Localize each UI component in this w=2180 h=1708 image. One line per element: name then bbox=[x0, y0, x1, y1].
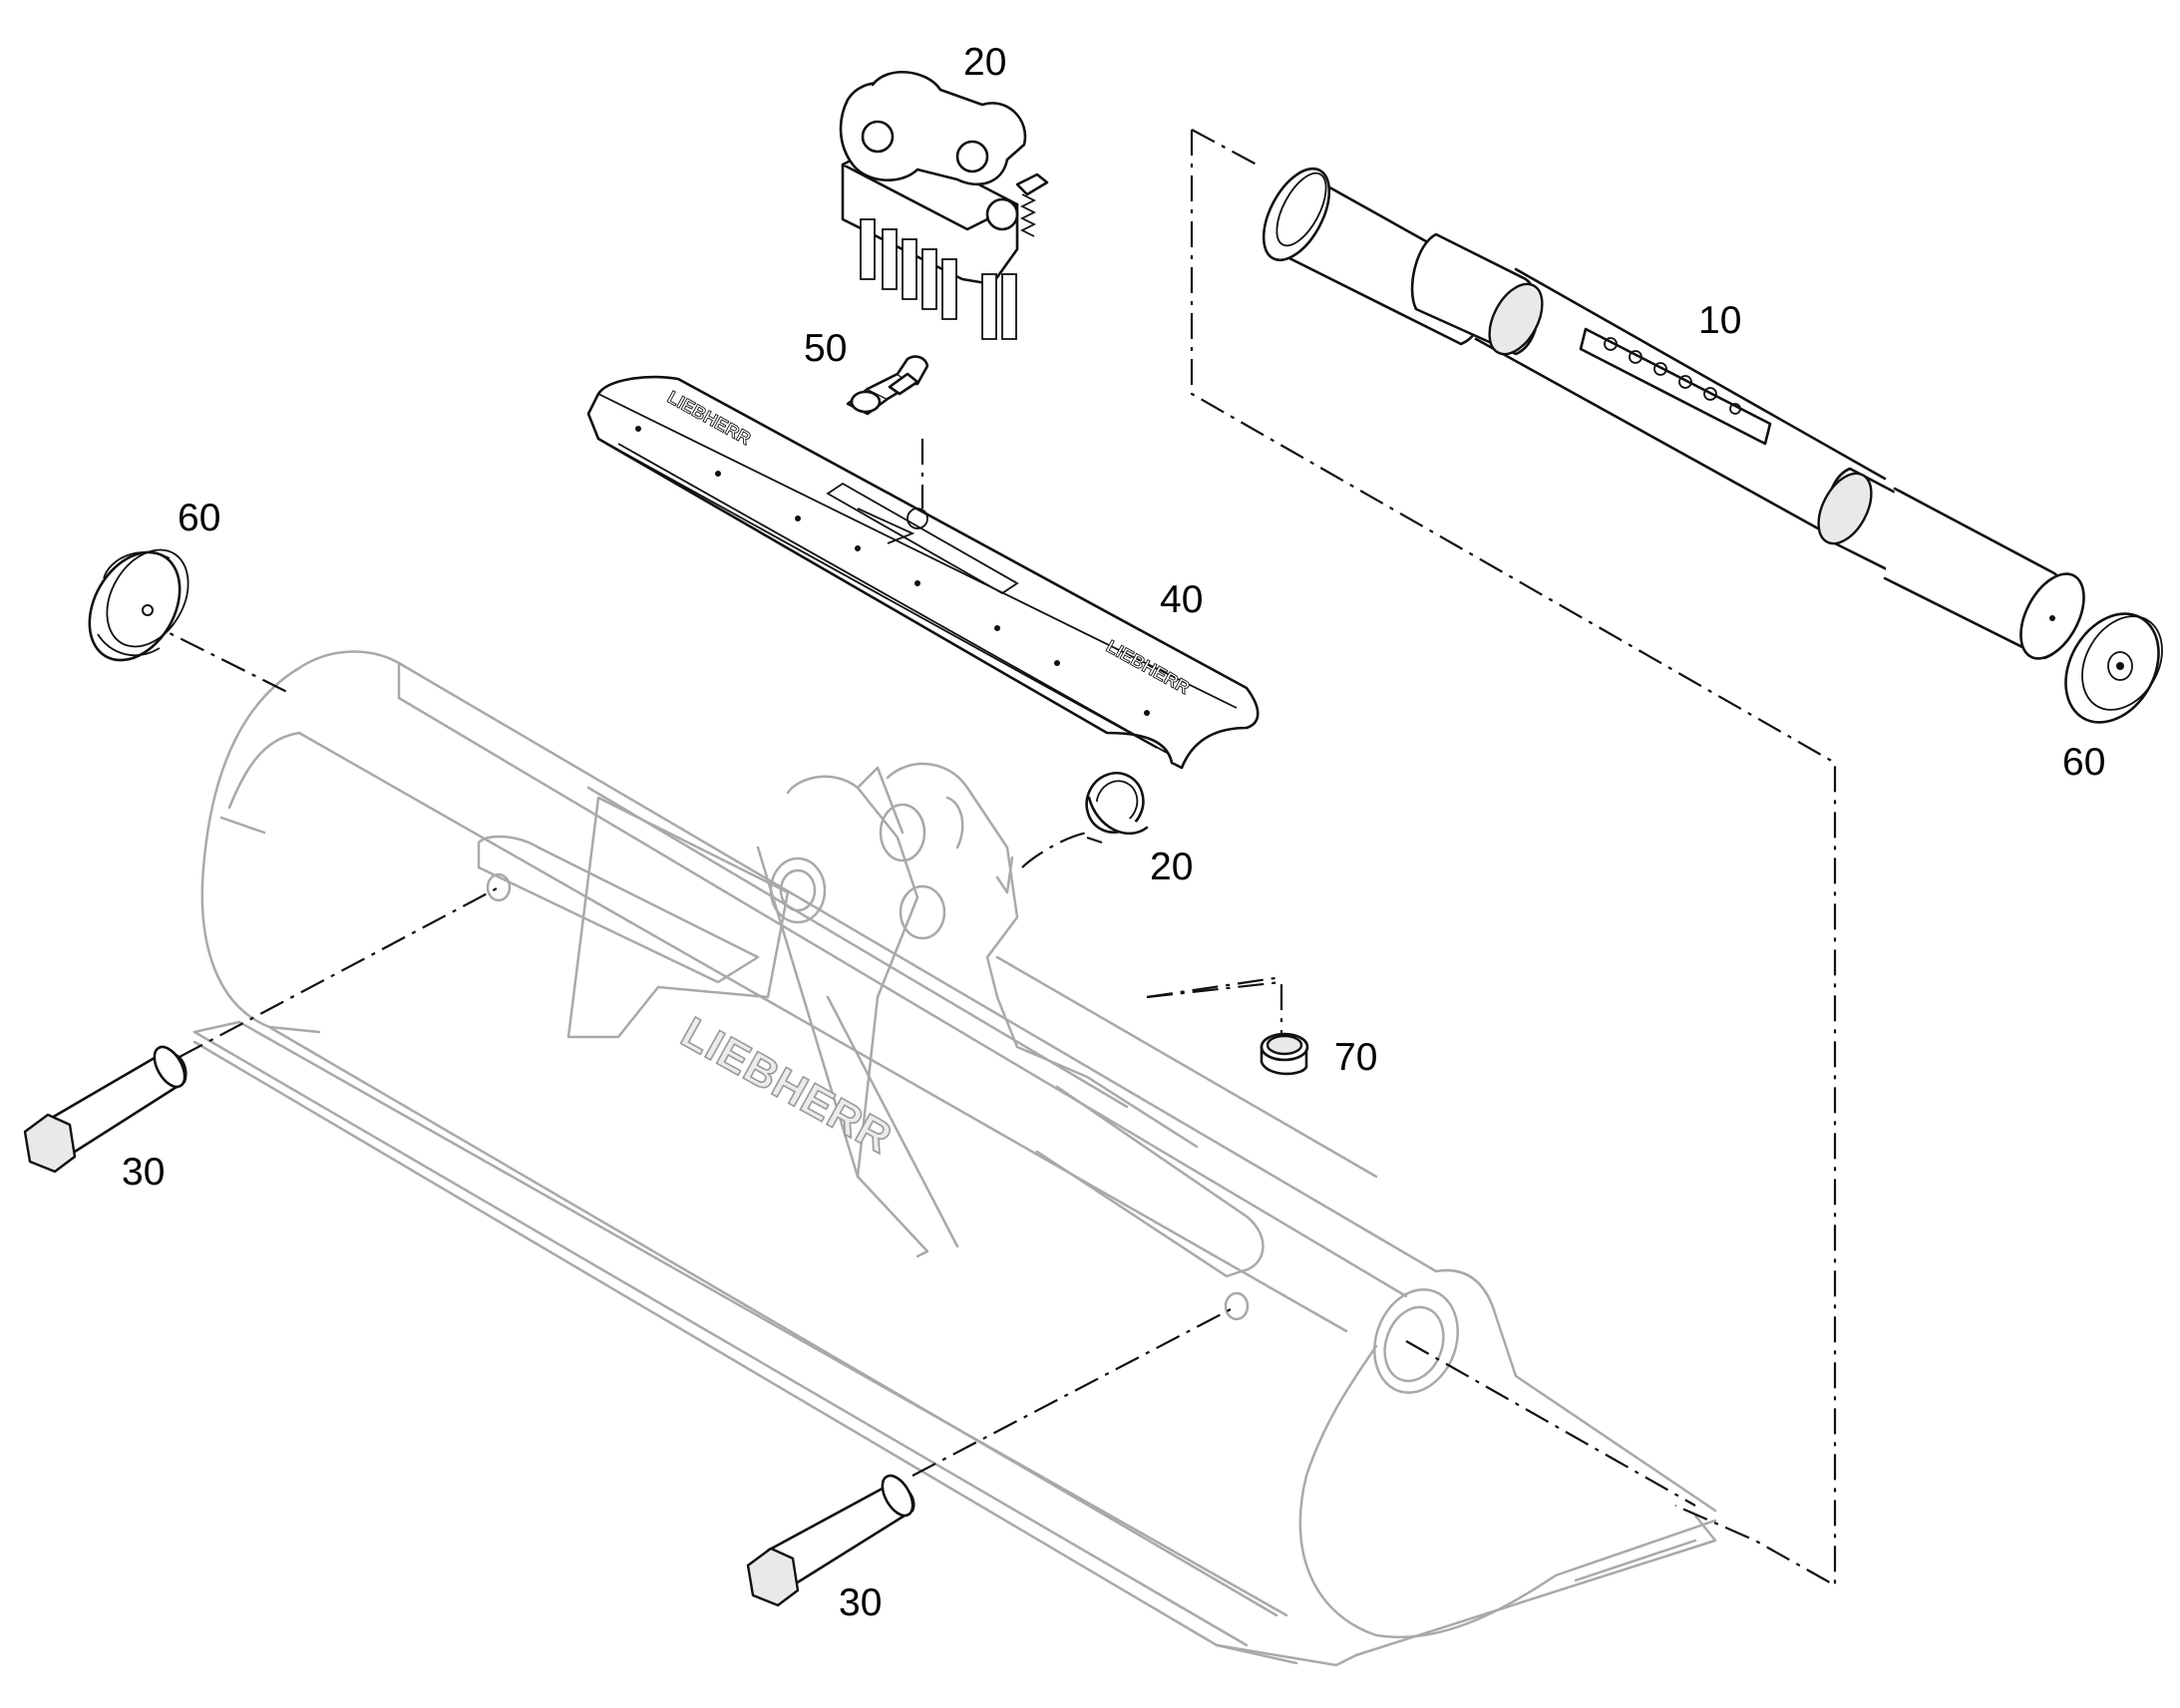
callout-30-left: 30 bbox=[122, 1151, 165, 1194]
part-60-end-cap-left bbox=[88, 548, 189, 662]
bucket-brand-mark: LIEBHERR bbox=[673, 1008, 900, 1164]
part-60-end-cap-right bbox=[2064, 612, 2163, 724]
callout-20-mid: 20 bbox=[1150, 846, 1193, 888]
callout-60-left: 60 bbox=[178, 497, 220, 539]
part-30-pin-left bbox=[23, 1045, 187, 1174]
part-20-bushing-ring bbox=[1085, 772, 1149, 836]
callout-20-top: 20 bbox=[963, 41, 1006, 84]
callout-30-bottom: 30 bbox=[839, 1581, 882, 1624]
part-30-pin-bottom bbox=[746, 1474, 915, 1607]
callout-50: 50 bbox=[804, 327, 847, 370]
callout-40: 40 bbox=[1160, 578, 1203, 621]
part-70-plug bbox=[1260, 1032, 1309, 1076]
part-10-pin bbox=[1262, 167, 2085, 660]
part-20-coupler-block bbox=[839, 71, 1049, 340]
callout-labels: 20 10 50 60 40 60 20 70 30 30 bbox=[122, 41, 2105, 1624]
part-40-cover-plate: LIEBHERR LIEBHERR bbox=[586, 375, 1260, 770]
callout-60-right: 60 bbox=[2062, 741, 2105, 784]
callout-10: 10 bbox=[1698, 299, 1741, 342]
bucket-body: LIEBHERR bbox=[192, 650, 1717, 1667]
center-lines bbox=[139, 129, 1837, 1587]
part-50-grease-nipple bbox=[846, 355, 929, 416]
callout-70: 70 bbox=[1334, 1036, 1377, 1079]
